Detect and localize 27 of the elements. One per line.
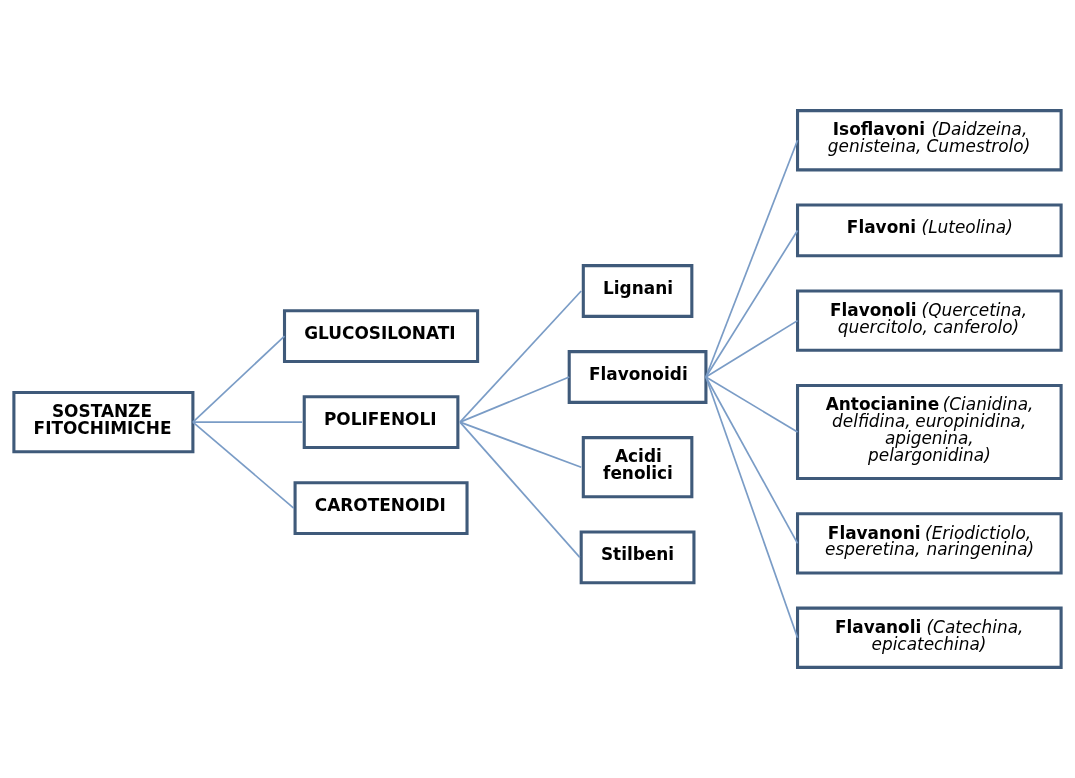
connector: [192, 421, 295, 509]
connector: [705, 376, 799, 639]
node-box: Acidi fenolici: [581, 436, 694, 499]
node-box: GLUCOSILONATI: [282, 309, 480, 364]
connector: [192, 421, 303, 423]
node-box: SOSTANZE FITOCHIMICHE: [12, 390, 195, 454]
connector: [459, 421, 583, 469]
connector: [192, 335, 286, 423]
connector: [459, 421, 581, 559]
connector: [705, 139, 799, 378]
node-box: Flavanoli (Catechina, epicatechina): [796, 606, 1063, 669]
connector: [705, 319, 799, 378]
node-box: POLIFENOLI: [302, 395, 460, 450]
node-box: Flavoni (Luteolina): [796, 203, 1063, 258]
connector: [705, 376, 799, 545]
node-box: Flavonoidi: [567, 350, 708, 404]
node-box: Lignani: [581, 264, 694, 318]
connector: [705, 229, 799, 378]
node-box: Stilbeni: [579, 530, 696, 585]
connector: [459, 290, 583, 423]
node-box: Flavanoni (Eriodictiolo, esperetina, naringenina): [796, 512, 1063, 575]
connector: [705, 376, 799, 433]
node-box: Isoflavoni (Daidzeina, genisteina, Cumestrolo): [796, 109, 1063, 172]
node-box: Antocianine (Cianidina, delfidina, europinidina, apigenina, pelargonidina): [796, 383, 1063, 481]
connector: [459, 376, 571, 423]
node-box: Flavonoli (Quercetina, quercitolo, canferolo): [796, 289, 1063, 352]
node-box: CAROTENOIDI: [293, 481, 469, 535]
